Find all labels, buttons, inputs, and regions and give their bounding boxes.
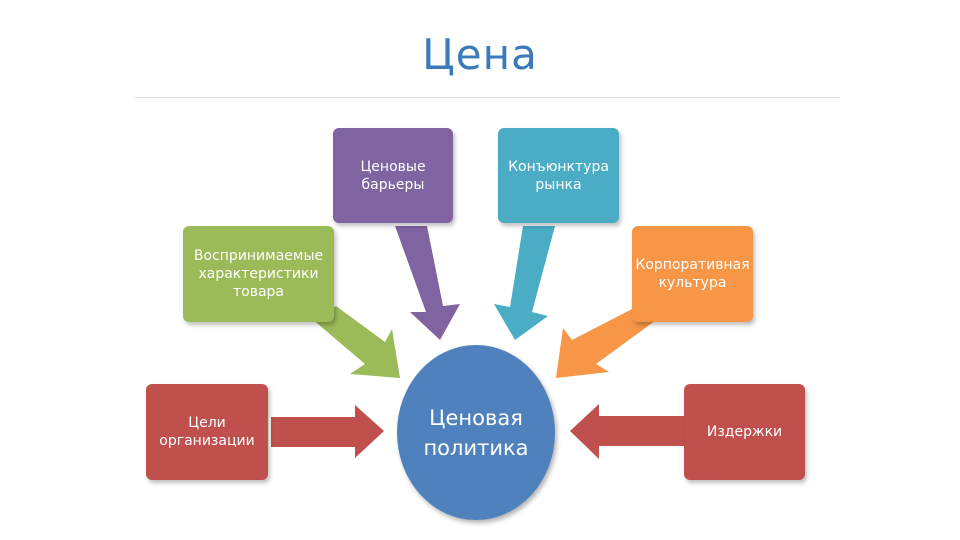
arrow-price-barriers — [395, 226, 460, 340]
arrow-perceived-characteristics — [312, 306, 400, 378]
arrow-organization-goals — [271, 405, 384, 458]
box-costs: Издержки — [684, 384, 805, 480]
page-title: Цена — [422, 30, 538, 79]
arrow-market-conditions — [494, 226, 555, 340]
arrow-corporate-culture — [556, 307, 659, 378]
center-price-policy-label: Ценовая политика — [423, 405, 529, 460]
box-price-barriers-label: Ценовые барьеры — [360, 158, 426, 193]
arrow-costs — [570, 404, 684, 459]
box-price-barriers: Ценовые барьеры — [333, 128, 453, 223]
box-perceived-characteristics-label: Воспринимаемые характеристики товара — [193, 248, 324, 300]
box-corporate-culture: Корпоративная культура — [632, 226, 753, 322]
center-price-policy: Ценовая политика — [397, 345, 555, 520]
box-costs-label: Издержки — [706, 424, 783, 440]
box-organization-goals: Цели организации — [146, 384, 268, 480]
box-market-conditions-label: Конъюнктура рынка — [508, 158, 609, 193]
box-market-conditions: Конъюнктура рынка — [498, 128, 619, 223]
box-corporate-culture-label: Корпоративная культура — [635, 257, 750, 291]
title-divider — [135, 97, 840, 98]
box-perceived-characteristics: Воспринимаемые характеристики товара — [183, 226, 334, 322]
box-organization-goals-label: Цели организации — [159, 415, 255, 449]
